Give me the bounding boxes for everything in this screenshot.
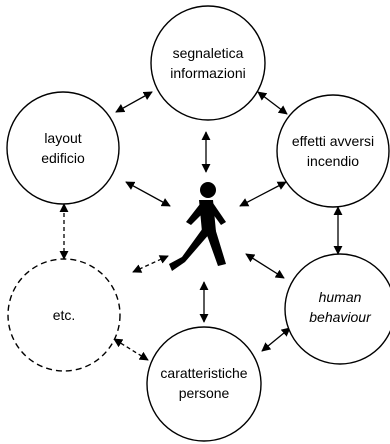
arrow-segnaletica-effetti	[257, 91, 288, 115]
walking-person-icon	[169, 182, 226, 271]
arrow-caratteristiche-etc	[113, 338, 149, 361]
node-label: etc.	[53, 307, 76, 323]
arrow-human-caratteristiche	[261, 327, 291, 352]
node-label: edificio	[41, 150, 85, 166]
node-label: segnaletica	[173, 45, 244, 61]
connections	[59, 91, 343, 361]
arrow-center-layout	[125, 181, 171, 207]
node-layout-edificio: layout edificio	[6, 91, 120, 205]
node-label: layout	[44, 130, 81, 146]
node-segnaletica-informazioni: segnaletica informazioni	[150, 5, 266, 121]
arrow-center-human	[245, 253, 285, 279]
node-label: effetti avversi	[292, 133, 374, 149]
node-effetti-avversi-incendio: effetti avversi incendio	[276, 94, 390, 208]
arrow-segnaletica-layout	[115, 91, 153, 113]
node-label: human	[319, 289, 362, 305]
node-caratteristiche-persone: caratteristiche persone	[146, 326, 262, 442]
node-label: incendio	[307, 153, 359, 169]
node-label: behaviour	[309, 309, 372, 325]
node-human-behaviour: human behaviour	[284, 253, 390, 365]
arrow-center-etc	[132, 255, 169, 273]
node-label: persone	[179, 385, 230, 401]
node-label: caratteristiche	[160, 365, 247, 381]
node-label: informazioni	[170, 65, 245, 81]
arrow-center-effetti	[239, 181, 287, 207]
node-etc: etc.	[7, 258, 121, 372]
